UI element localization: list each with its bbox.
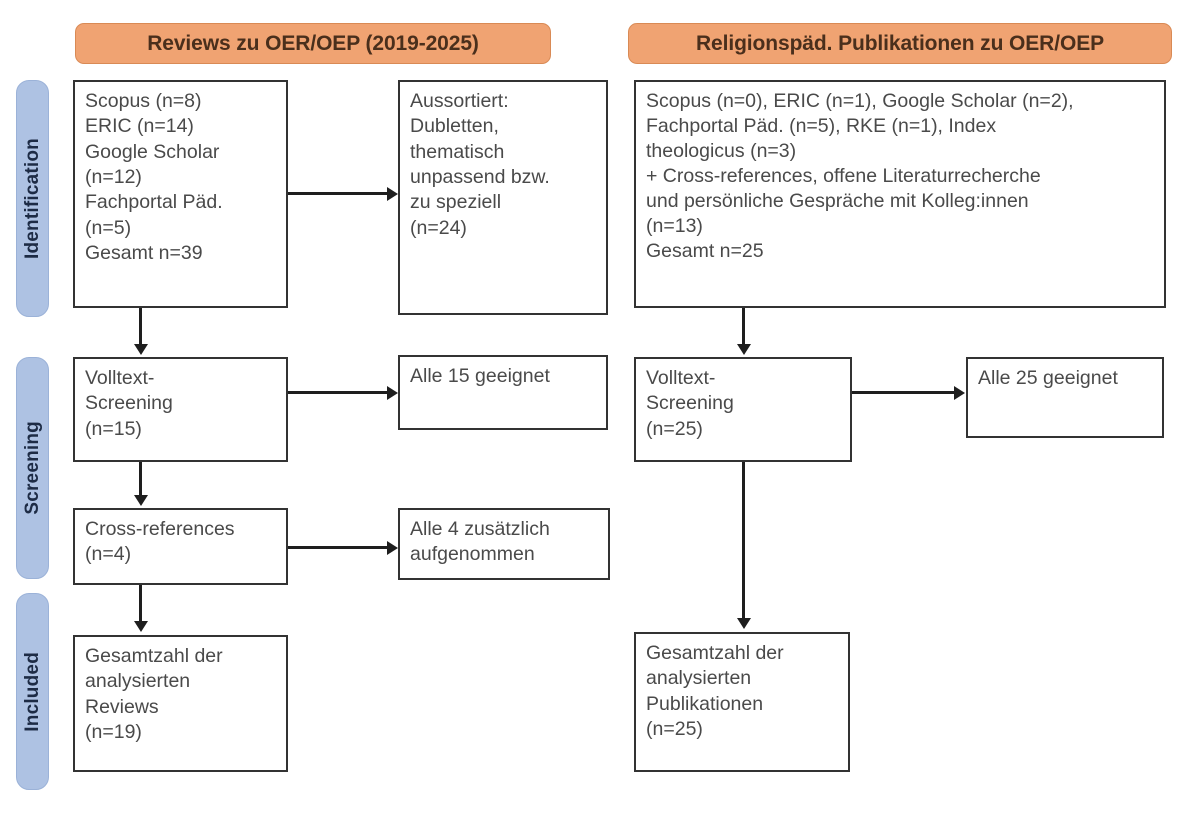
arrowhead-left-crossrefs-to-result: [387, 540, 398, 555]
stage-tab-identification: Identification: [16, 80, 49, 317]
connector-left-crossrefs-to-result: [288, 546, 388, 549]
box-left-crossrefs: Cross-references (n=4): [73, 508, 288, 585]
arrowhead-left-screening-to-result: [387, 385, 398, 400]
box-right-included: Gesamtzahl der analysierten Publikatione…: [634, 632, 850, 772]
connector-left-crossrefs-to-included: [139, 585, 142, 623]
connector-right-screening-to-result: [852, 391, 955, 394]
arrowhead-right-identification-to-screening: [736, 344, 751, 355]
stage-tab-identification-label: Identification: [21, 137, 43, 260]
box-left-included: Gesamtzahl der analysierten Reviews (n=1…: [73, 635, 288, 772]
connector-left-screening-to-crossrefs: [139, 462, 142, 497]
connector-left-identification-to-screening: [139, 308, 142, 346]
column-header-reviews-label: Reviews zu OER/OEP (2019-2025): [147, 31, 479, 55]
column-header-reviews: Reviews zu OER/OEP (2019-2025): [75, 23, 551, 64]
connector-right-screening-to-included: [742, 462, 745, 620]
box-right-identification: Scopus (n=0), ERIC (n=1), Google Scholar…: [634, 80, 1166, 308]
connector-left-identification-to-excluded: [288, 192, 388, 195]
arrowhead-right-screening-to-included: [736, 618, 751, 629]
column-header-religionspaed-label: Religionspäd. Publikationen zu OER/OEP: [695, 31, 1105, 55]
stage-tab-screening-label: Screening: [21, 421, 43, 515]
stage-tab-included: Included: [16, 593, 49, 790]
box-left-screening-result: Alle 15 geeignet: [398, 355, 608, 430]
arrowhead-right-screening-to-result: [954, 385, 965, 400]
connector-right-identification-to-screening: [742, 308, 745, 346]
arrowhead-left-identification-to-screening: [133, 344, 148, 355]
box-left-screening: Volltext- Screening (n=15): [73, 357, 288, 462]
box-left-excluded: Aussortiert: Dubletten, thematisch unpas…: [398, 80, 608, 315]
box-right-screening: Volltext- Screening (n=25): [634, 357, 852, 462]
box-right-screening-result: Alle 25 geeignet: [966, 357, 1164, 438]
connector-left-screening-to-result: [288, 391, 388, 394]
box-left-identification: Scopus (n=8) ERIC (n=14) Google Scholar …: [73, 80, 288, 308]
box-left-crossrefs-result: Alle 4 zusätzlich aufgenommen: [398, 508, 610, 580]
stage-tab-screening: Screening: [16, 357, 49, 579]
arrowhead-left-crossrefs-to-included: [133, 621, 148, 632]
arrowhead-left-identification-to-excluded: [387, 186, 398, 201]
stage-tab-included-label: Included: [21, 651, 43, 732]
column-header-religionspaed: Religionspäd. Publikationen zu OER/OEP: [628, 23, 1172, 64]
arrowhead-left-screening-to-crossrefs: [133, 495, 148, 506]
